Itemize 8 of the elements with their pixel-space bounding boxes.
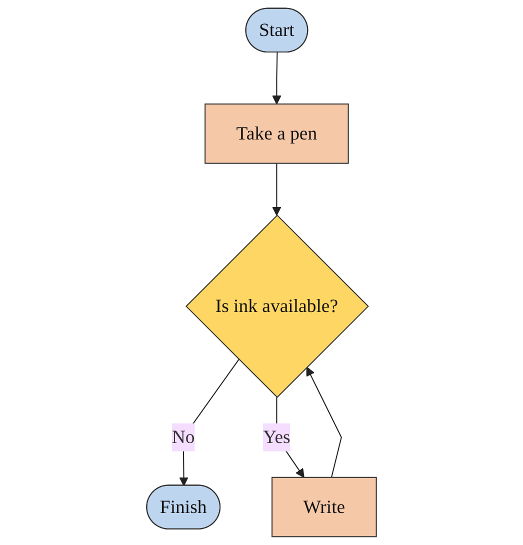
node-box: Write xyxy=(272,476,377,538)
edge-label: Yes xyxy=(263,426,290,448)
node-diamond: Is ink available? xyxy=(186,214,369,398)
arrow xyxy=(272,163,282,216)
arrow xyxy=(272,52,282,104)
node-box: Take a pen xyxy=(204,104,349,164)
arrow xyxy=(306,366,342,478)
edge-label: No xyxy=(172,426,195,448)
